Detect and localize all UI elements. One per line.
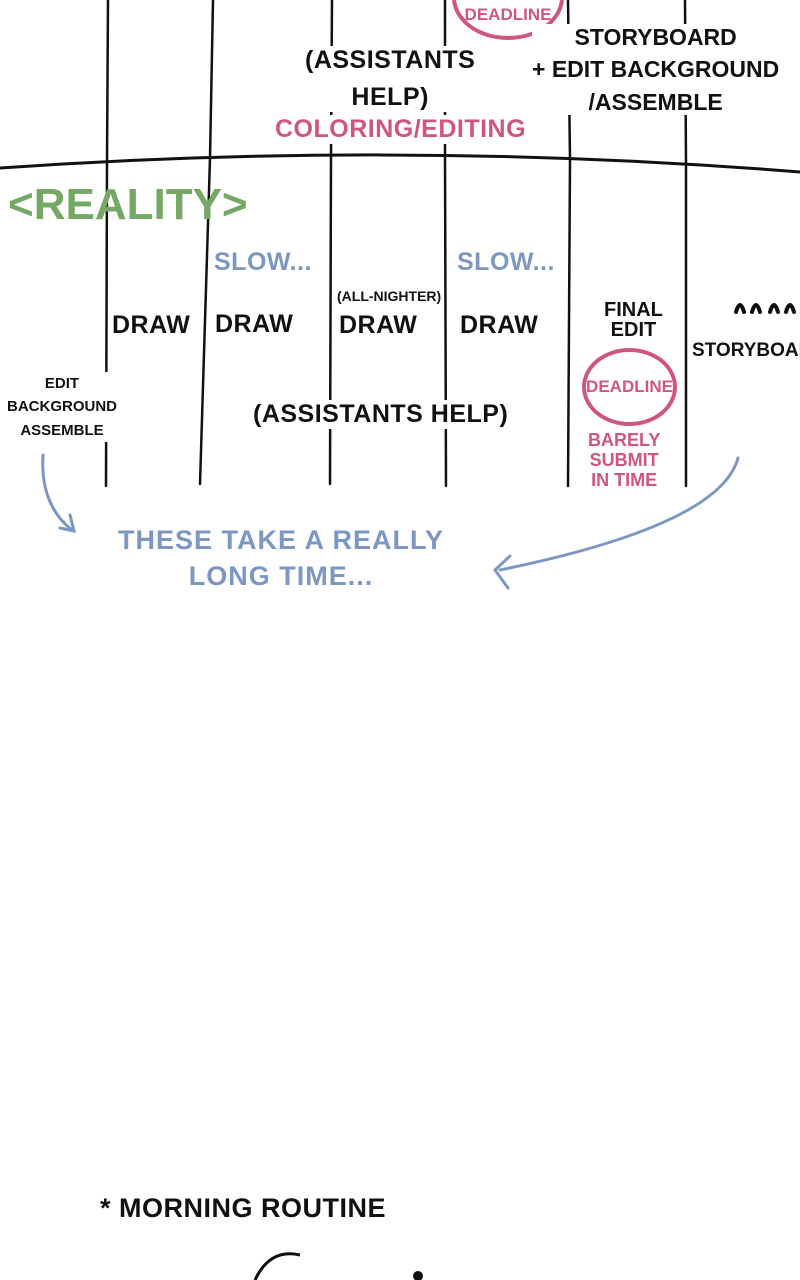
text-line: STORYBOARD xyxy=(574,24,737,50)
text-line: THESE TAKE A REALLY xyxy=(118,525,445,555)
text-line: LONG TIME... xyxy=(188,561,374,592)
barely-submit-label: BARELY SUBMIT IN TIME xyxy=(588,430,661,491)
draw-label-3: DRAW xyxy=(339,311,418,340)
deadline-label: DEADLINE xyxy=(586,377,673,396)
draw-label-2: DRAW xyxy=(215,310,294,339)
text-line: ASSEMBLE xyxy=(20,421,104,439)
text-line: FINAL xyxy=(604,299,663,321)
deadline-circle-reality: DEADLINE xyxy=(582,348,677,426)
text-line: EDIT xyxy=(44,375,80,392)
deadline-label: DEADLINE xyxy=(464,4,552,24)
morning-routine-footnote: * MORNING ROUTINE xyxy=(100,1193,387,1225)
text-line: IN TIME xyxy=(591,470,658,491)
all-nighter-label: (ALL-NIGHTER) xyxy=(337,288,442,305)
reality-heading: <REALITY> xyxy=(8,180,248,229)
edit-background-label: EDIT BACKGROUND ASSEMBLE xyxy=(7,372,117,442)
storyboard-label: STORYBOARD xyxy=(692,340,800,362)
text-line: HELP) xyxy=(351,82,429,111)
draw-label-1: DRAW xyxy=(112,311,191,340)
slow-label-1: SLOW... xyxy=(214,248,312,277)
text-line: EDIT xyxy=(610,319,657,341)
text-line: BARELY xyxy=(588,430,661,450)
coloring-editing-label: COLORING/EDITING xyxy=(275,115,527,144)
assistants-help-plan: (ASSISTANTS HELP) xyxy=(305,46,476,112)
storyboard-edit-plan: STORYBOARD + EDIT BACKGROUND /ASSEMBLE xyxy=(532,24,780,116)
text-line: + EDIT BACKGROUND xyxy=(532,56,780,83)
draw-label-4: DRAW xyxy=(460,311,539,340)
text-line: (ASSISTANTS xyxy=(305,46,476,74)
text-line: SUBMIT xyxy=(589,450,659,471)
assistants-help-reality: (ASSISTANTS HELP) xyxy=(253,400,509,429)
text-line: /ASSEMBLE xyxy=(588,88,723,115)
final-edit-label: FINAL EDIT xyxy=(604,300,663,340)
text-line: BACKGROUND xyxy=(7,398,117,416)
slow-label-2: SLOW... xyxy=(457,248,555,277)
long-time-note: THESE TAKE A REALLY LONG TIME... xyxy=(118,522,444,595)
